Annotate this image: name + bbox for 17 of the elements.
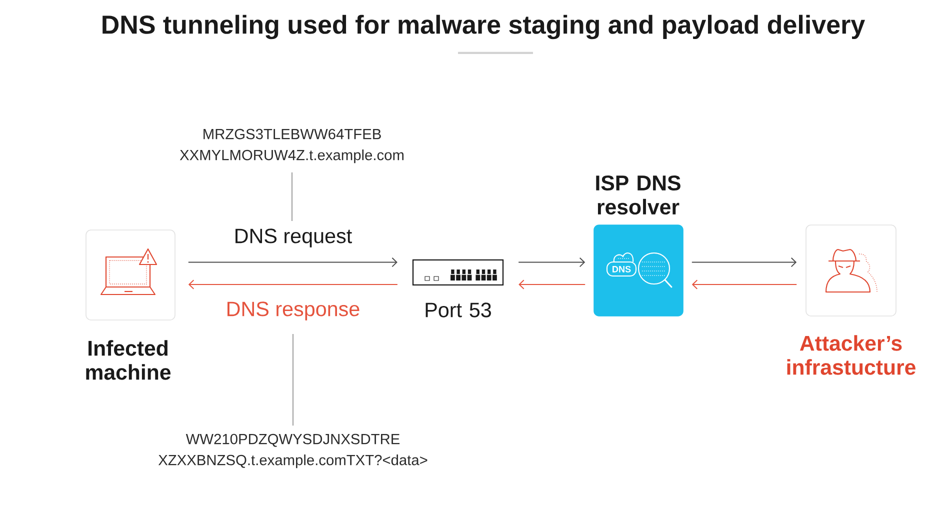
arrow bbox=[188, 257, 398, 268]
domain-text: WW210PDZQWYSDJNXSDTRE XZXXBNZSQ.t.example.comTXT?<data> bbox=[158, 434, 428, 468]
node-label: Port 53 bbox=[426, 302, 491, 318]
leader-line bbox=[292, 334, 294, 426]
node-label: Attacker’s infrastucture bbox=[787, 335, 916, 375]
node-label: ISP DNS resolver bbox=[596, 175, 680, 215]
arrow bbox=[188, 280, 398, 290]
node-label: Infected machine bbox=[86, 340, 171, 380]
title: DNS tunneling used for malware staging and payload delivery bbox=[102, 14, 865, 40]
icon-label: DNS bbox=[612, 266, 631, 272]
edge-label: DNS request bbox=[232, 227, 354, 249]
edge-label: DNS response bbox=[224, 300, 362, 322]
domain-text: MRZGS3TLEBWW64TFEB XXMYLMORUW4Z.t.example.com bbox=[180, 128, 404, 164]
arrow bbox=[518, 257, 586, 268]
arrow bbox=[691, 257, 797, 268]
arrow bbox=[518, 280, 586, 290]
arrow bbox=[692, 280, 798, 290]
